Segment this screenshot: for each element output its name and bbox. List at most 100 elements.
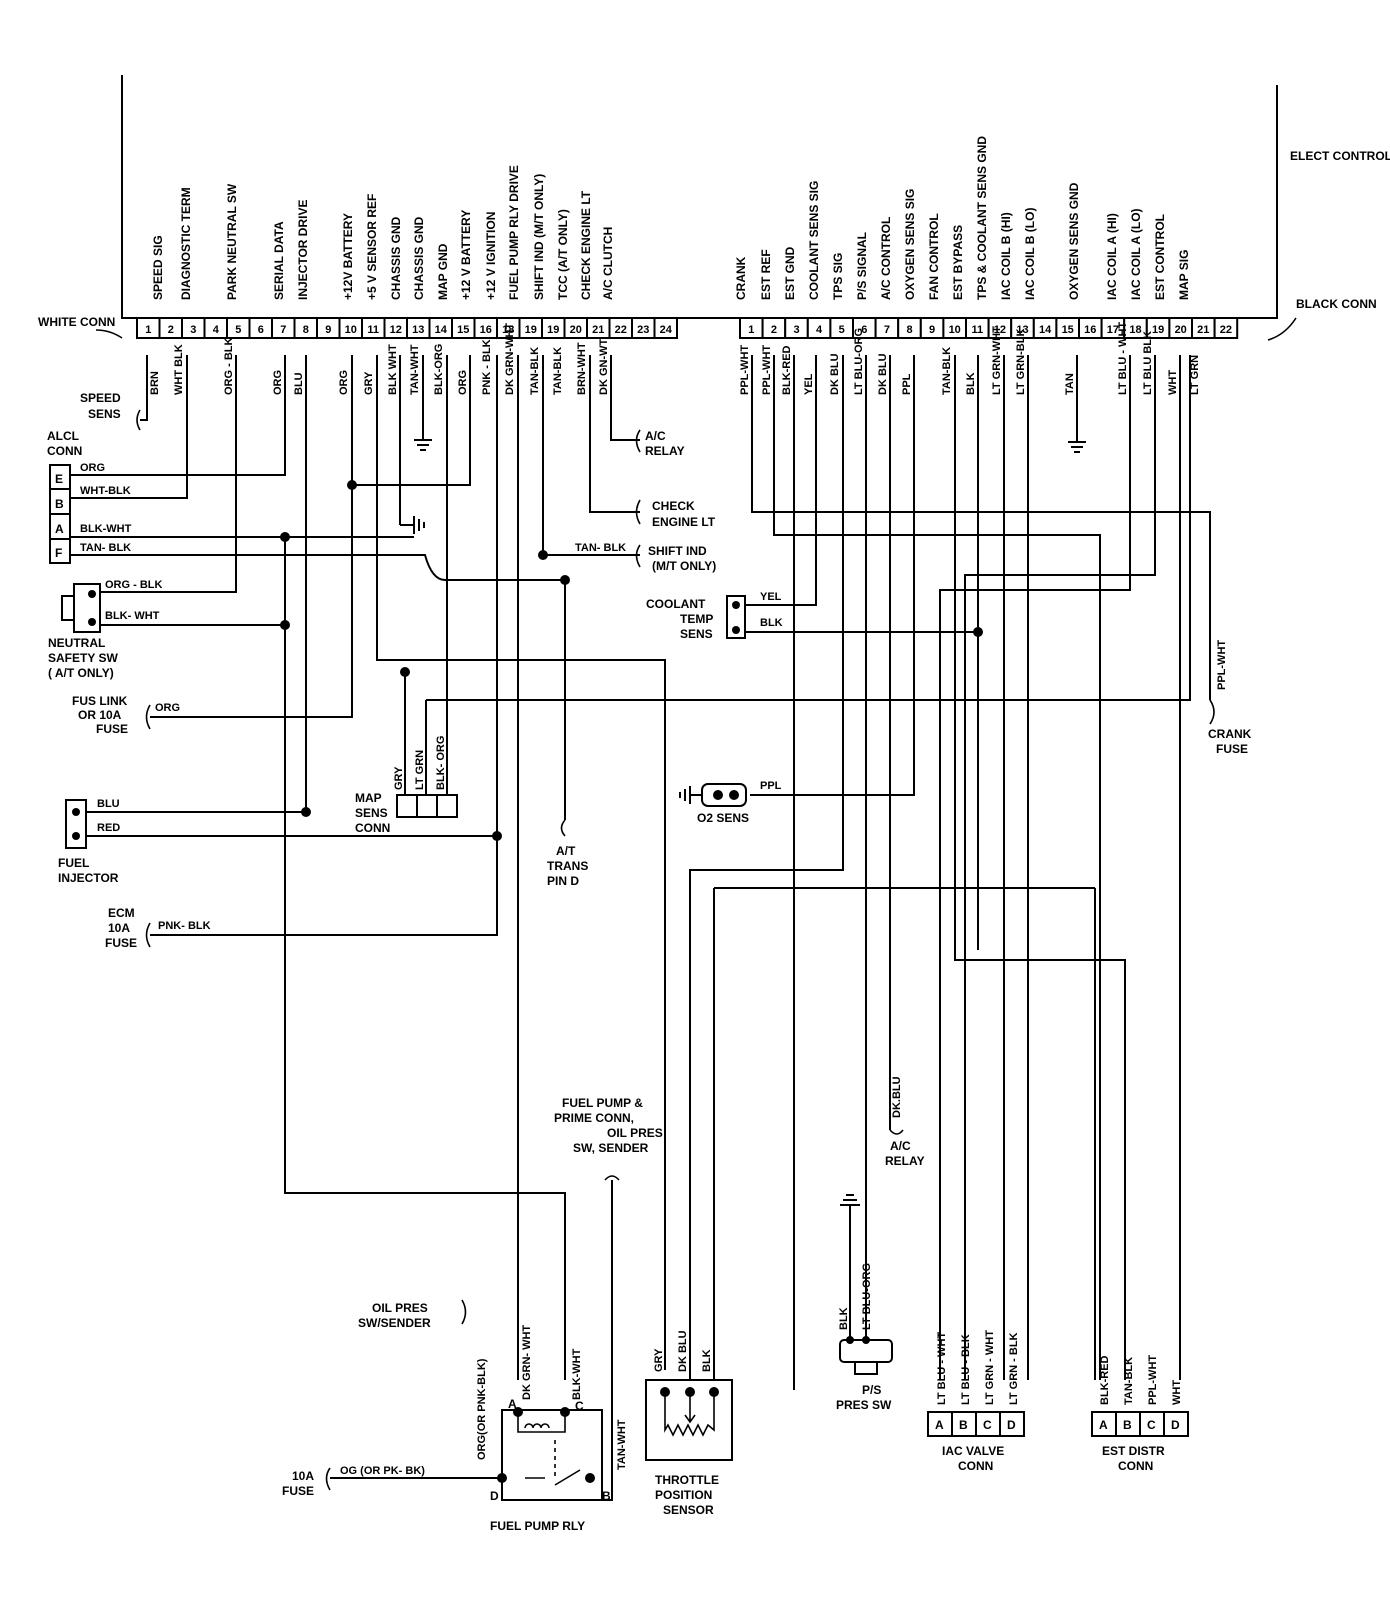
white-conn-arrow (95, 329, 123, 339)
function-label: +12V BATTERY (341, 213, 355, 300)
wire-color-label: TAN (1064, 373, 1076, 395)
black-pin-label: 17 (1107, 324, 1119, 336)
svg-text:ORG: ORG (155, 702, 180, 714)
svg-text:10A: 10A (108, 921, 130, 935)
white-pin-label: 1 (145, 324, 151, 336)
function-label: IAC COIL A (LO) (1129, 208, 1143, 300)
svg-text:LT GRN: LT GRN (414, 750, 426, 790)
function-label: TPS SIG (831, 253, 845, 300)
ecm-fuse: ECM 10A FUSE PNK- BLK (105, 906, 211, 950)
function-label: +12 V IGNITION (484, 212, 498, 300)
wire-color-label: ORG (338, 370, 350, 395)
white-pin-label: 5 (235, 324, 241, 336)
svg-text:POSITION: POSITION (655, 1488, 712, 1502)
svg-text:OIL PRES: OIL PRES (372, 1301, 428, 1315)
svg-text:MAP: MAP (355, 791, 382, 805)
svg-text:FUSE: FUSE (96, 722, 128, 736)
svg-text:CHECK: CHECK (652, 499, 695, 513)
oil-pressure-switch: OIL PRES SW/SENDER (358, 1299, 467, 1330)
ground-icon (400, 430, 1086, 1230)
svg-text:OG (OR PK- BK): OG (OR PK- BK) (340, 1465, 425, 1477)
oxygen-sensor: PPL O2 SENS (679, 780, 782, 825)
svg-text:BLU: BLU (97, 798, 120, 810)
svg-text:TEMP: TEMP (680, 612, 713, 626)
speed-sensor: SPEED SENS (80, 391, 141, 431)
svg-text:BLK- WHT: BLK- WHT (105, 610, 160, 622)
svg-text:BLK-WHT: BLK-WHT (80, 523, 132, 535)
black-conn-label: BLACK CONN (1296, 297, 1377, 311)
wire-color-label: BLK (965, 372, 977, 395)
wire-color-label: PPL (901, 373, 913, 395)
black-pin-label: 9 (929, 324, 935, 336)
svg-text:LT GRN - BLK: LT GRN - BLK (1008, 1332, 1020, 1405)
svg-text:PRIME CONN,: PRIME CONN, (554, 1111, 634, 1125)
function-label: MAP GND (436, 243, 450, 300)
black-pin-label: 6 (861, 324, 867, 336)
ecm-title: ELECT CONTROL MODULE (1290, 149, 1390, 163)
svg-text:C: C (983, 1418, 992, 1432)
svg-text:TAN-BLK: TAN-BLK (1123, 1357, 1135, 1405)
function-label: P/S SIGNAL (855, 232, 869, 300)
white-pin-label: 8 (303, 324, 309, 336)
junction-dots (280, 480, 983, 841)
svg-text:BLK-RED: BLK-RED (1099, 1355, 1111, 1405)
svg-text:FUS LINK: FUS LINK (72, 694, 128, 708)
svg-text:SW/SENDER: SW/SENDER (358, 1316, 431, 1330)
svg-text:TAN- BLK: TAN- BLK (80, 542, 131, 554)
svg-text:TAN- BLK: TAN- BLK (575, 542, 626, 554)
function-label: CHECK ENGINE LT (579, 190, 593, 300)
coolant-temp-sensor: COOLANT TEMP SENS YEL BLK (646, 591, 783, 641)
svg-text:PIN D: PIN D (547, 874, 579, 888)
svg-text:C: C (575, 1399, 584, 1413)
function-label: EST REF (759, 249, 773, 300)
function-label: FAN CONTROL (927, 213, 941, 300)
wire-color-label: GRY (363, 371, 375, 395)
svg-text:FUEL PUMP &: FUEL PUMP & (562, 1096, 643, 1110)
svg-text:BLK-WHT: BLK-WHT (571, 1348, 583, 1400)
svg-text:ECM: ECM (108, 906, 135, 920)
svg-text:P/S: P/S (862, 1383, 881, 1397)
white-pin-label: 2 (168, 324, 174, 336)
white-connector-wiring (70, 355, 1191, 1501)
svg-text:BLK: BLK (701, 1349, 713, 1372)
svg-text:NEUTRAL: NEUTRAL (48, 636, 105, 650)
black-pin-label: 15 (1062, 324, 1074, 336)
svg-text:DK BLU: DK BLU (677, 1330, 689, 1372)
svg-text:TRANS: TRANS (547, 859, 588, 873)
black-pin-label: 10 (949, 324, 961, 336)
fuel-pump-relay: DK GRN- WHT BLK-WHT ORG(OR PNK-BLK) TAN-… (476, 1325, 628, 1533)
white-pin-label: 6 (258, 324, 264, 336)
black-pin-label: 16 (1084, 324, 1096, 336)
function-label: IAC COIL A (HI) (1105, 213, 1119, 300)
svg-text:INJECTOR: INJECTOR (58, 871, 119, 885)
white-pin-label: 11 (367, 324, 379, 336)
svg-text:EST DISTR: EST DISTR (1102, 1444, 1165, 1458)
alcl-pin-f: F (55, 546, 62, 560)
svg-text:ELECT CONTROL MODULE: ELECT CONTROL MODULE (1290, 149, 1390, 163)
wire-color-label: TAN-BLK (941, 347, 953, 395)
wire-color-label: BLK-RED (781, 345, 793, 395)
white-pin-label: 24 (660, 324, 673, 336)
white-pin-label: 3 (190, 324, 196, 336)
svg-text:CONN: CONN (958, 1459, 993, 1473)
throttle-position-sensor: GRY DK BLU BLK THROTTLE POSITION SENSOR (645, 1330, 733, 1517)
svg-text:SENS: SENS (88, 407, 121, 421)
svg-text:TAN-WHT: TAN-WHT (616, 1419, 628, 1470)
svg-text:PNK- BLK: PNK- BLK (158, 920, 211, 932)
black-pin-label: 19 (1152, 324, 1164, 336)
white-pin-label: 15 (457, 324, 469, 336)
svg-text:RELAY: RELAY (885, 1154, 925, 1168)
black-pin-label: 22 (1220, 324, 1232, 336)
svg-text:FUSE: FUSE (105, 936, 137, 950)
wire-color-label: DK GN-WT (598, 339, 610, 395)
white-pin-label: 9 (325, 324, 331, 336)
white-pin-label: 20 (570, 324, 582, 336)
wire-color-label: BRN-WHT (576, 342, 588, 395)
function-label: TPS & COOLANT SENS GND (975, 136, 989, 300)
black-pin-label: 2 (771, 324, 777, 336)
svg-text:SW, SENDER: SW, SENDER (573, 1141, 649, 1155)
ac-relay-bottom: DK.BLU A/C RELAY (885, 1076, 925, 1168)
crank-fuse: PPL-WHT CRANK FUSE (1208, 640, 1252, 756)
svg-text:A: A (1099, 1418, 1108, 1432)
